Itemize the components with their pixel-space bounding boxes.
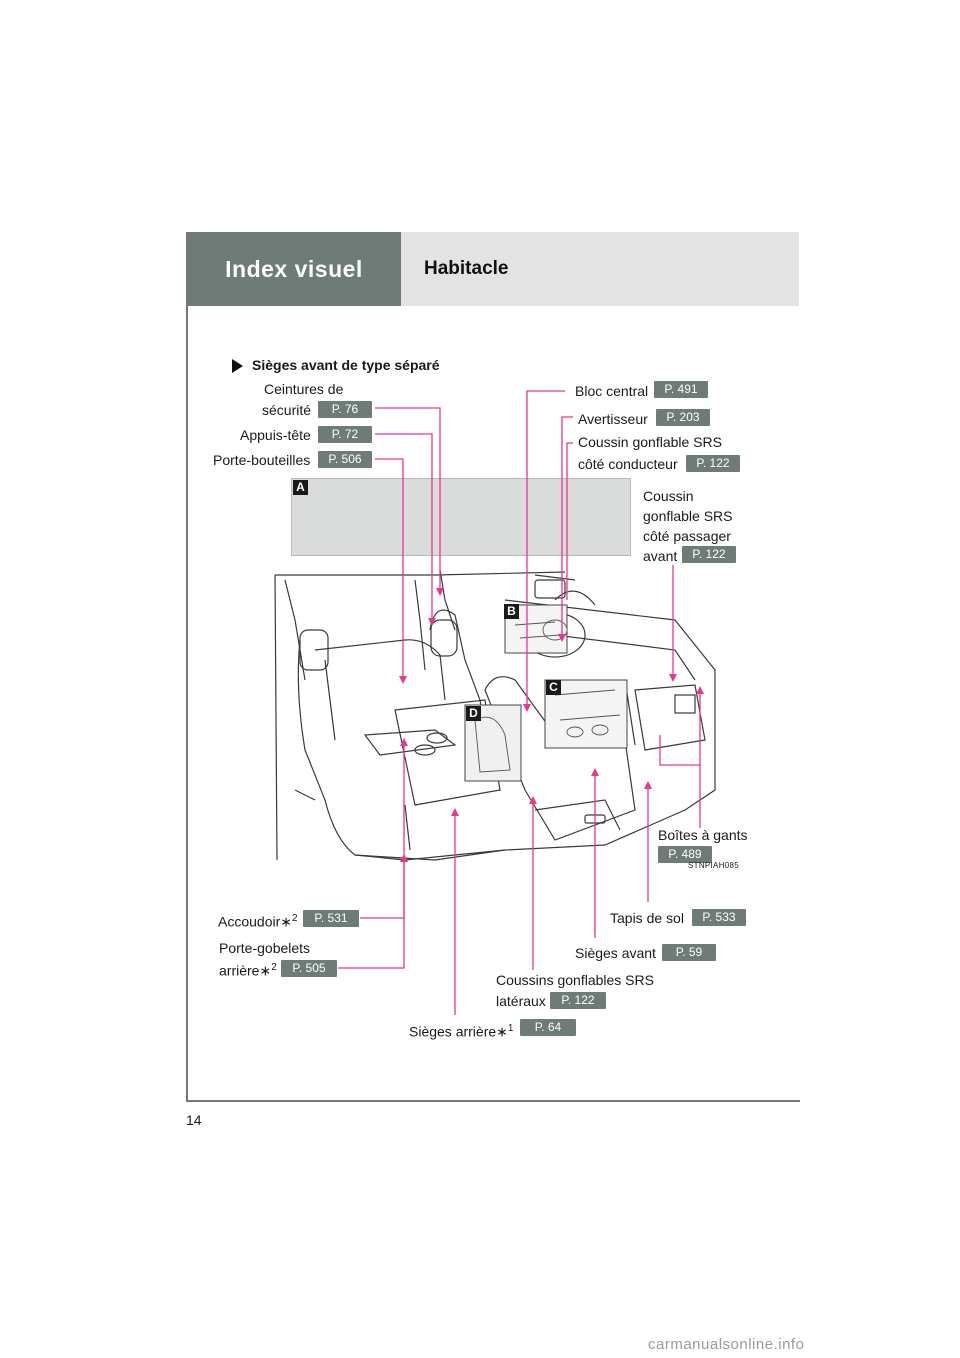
frame-bottom-line <box>186 1100 800 1102</box>
label-avertisseur: Avertisseur <box>578 411 648 427</box>
section-arrow-icon <box>232 359 243 373</box>
label-coussins-lateraux-line1: Coussins gonflables SRS <box>496 972 654 988</box>
label-coussin-passager-line2: gonflable SRS <box>643 508 733 524</box>
header-subtitle: Habitacle <box>424 258 509 279</box>
badge-ceintures-page[interactable]: P. 76 <box>318 401 372 418</box>
page-number: 14 <box>186 1112 202 1128</box>
badge-porte-gobelets-page[interactable]: P. 505 <box>281 960 337 977</box>
section-title: Sièges avant de type séparé <box>252 357 440 373</box>
footnote-1: 1 <box>507 1023 514 1034</box>
asterisk-icon: ∗ <box>496 1023 508 1040</box>
badge-sieges-avant-page[interactable]: P. 59 <box>662 944 716 961</box>
footer-watermark: carmanualsonline.info <box>648 1336 805 1353</box>
label-porte-gobelets-line2: arrière∗2 <box>219 962 277 979</box>
inset-tag-b: B <box>504 604 519 619</box>
label-porte-gobelets-line1: Porte-gobelets <box>219 940 311 956</box>
badge-porte-bouteilles-page[interactable]: P. 506 <box>318 451 372 468</box>
badge-sieges-arriere-page[interactable]: P. 64 <box>520 1019 576 1036</box>
header-tab <box>187 232 401 306</box>
footnote-2: 2 <box>271 962 277 973</box>
label-boites-gants: Boîtes à gants <box>658 827 748 843</box>
label-ceintures-line1: Ceintures de <box>264 381 344 397</box>
cabin-illustration <box>274 569 716 861</box>
badge-coussin-passager-page[interactable]: P. 122 <box>682 546 736 563</box>
label-coussin-passager-line3: côté passager <box>643 528 731 544</box>
inset-tag-d: D <box>466 706 481 721</box>
badge-coussins-lateraux-page[interactable]: P. 122 <box>550 992 606 1009</box>
asterisk-icon: ∗ <box>259 962 272 979</box>
label-coussin-passager-line1: Coussin <box>643 488 694 504</box>
badge-avertisseur-page[interactable]: P. 203 <box>656 409 710 426</box>
header-subtitle-bar <box>401 232 799 306</box>
badge-bloc-central-page[interactable]: P. 491 <box>654 381 708 398</box>
panel-a <box>291 478 631 556</box>
label-porte-bouteilles: Porte-bouteilles <box>213 452 311 468</box>
label-appuis-tete: Appuis-tête <box>240 427 311 443</box>
badge-boites-gants-page[interactable]: P. 489 <box>658 846 712 863</box>
label-ceintures-line2: sécurité <box>262 402 312 418</box>
label-sieges-avant: Sièges avant <box>575 945 656 961</box>
inset-tag-c: C <box>546 680 561 695</box>
asterisk-icon: ∗ <box>280 913 292 930</box>
label-bloc-central: Bloc central <box>575 383 649 399</box>
label-coussin-conducteur-line2: côté conducteur <box>578 456 678 472</box>
label-coussins-lateraux-line2: latéraux <box>496 993 546 1009</box>
label-tapis-sol: Tapis de sol <box>610 910 684 926</box>
label-coussin-conducteur-line1: Coussin gonflable SRS <box>578 434 722 450</box>
badge-tapis-sol-page[interactable]: P. 533 <box>692 909 746 926</box>
badge-appuis-page[interactable]: P. 72 <box>318 426 372 443</box>
badge-coussin-conducteur-page[interactable]: P. 122 <box>686 455 740 472</box>
panel-tag-a: A <box>293 480 308 495</box>
label-accoudoir: Accoudoir∗2 <box>218 913 298 930</box>
badge-accoudoir-page[interactable]: P. 531 <box>303 910 359 927</box>
image-code: STNPIAH085 <box>688 861 740 870</box>
footnote-2: 2 <box>292 913 298 924</box>
header-title: Index visuel <box>225 255 363 282</box>
frame-left-line <box>186 232 188 1102</box>
label-coussin-passager-line4: avant <box>643 548 678 564</box>
label-sieges-arriere: Sièges arrière∗1 <box>409 1023 514 1040</box>
